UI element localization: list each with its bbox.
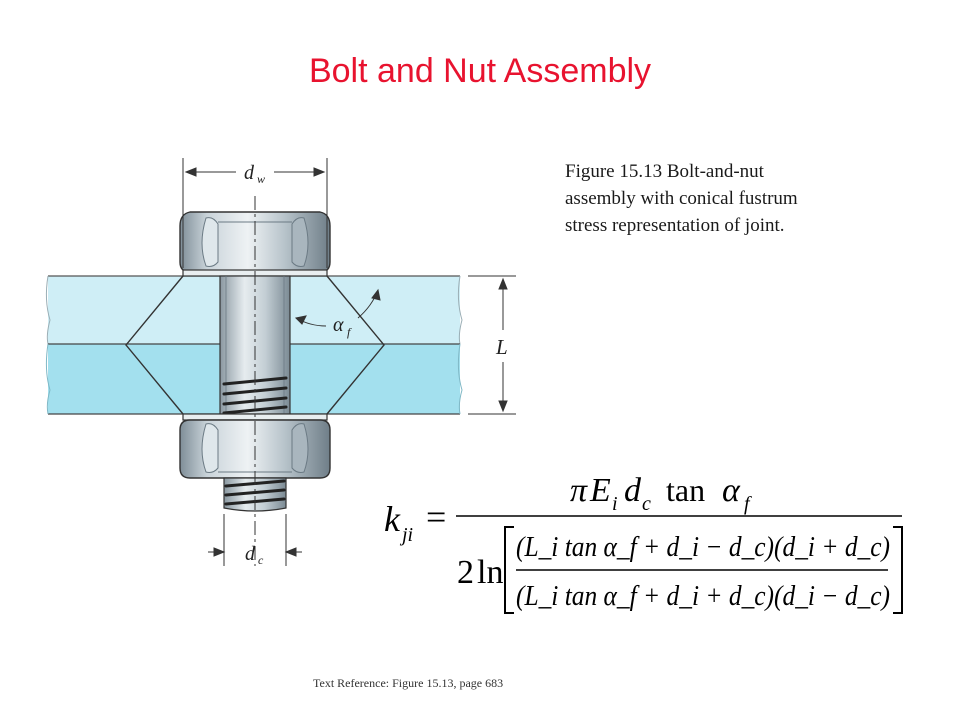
bolt-diameter-subscript: c [258,553,264,567]
bolt-diameter-dimension [208,514,302,566]
grip-length-dimension [468,275,516,415]
bolt-diameter-label: d [245,543,256,565]
equation-lhs: k [384,499,401,539]
washer-diameter-label: d [244,162,255,184]
equation-numerator: π E i d c tan α f [570,472,752,515]
fustrum-angle-subscript: f [347,325,352,339]
fustrum-outline [125,275,385,415]
svg-text:d: d [624,472,642,509]
denominator-ln: ln [477,554,503,591]
equation-lhs-subscript: ji [399,524,413,546]
figure-caption: Figure 15.13 Bolt-and-nut assembly with … [565,158,895,239]
caption-line-1: Figure 15.13 Bolt-and-nut [565,161,764,182]
svg-text:tan: tan [666,472,705,508]
inner-denominator: (L_i tan α_f + d_i + d_c)(d_i − d_c) [516,581,890,612]
equation-equals: = [426,497,446,537]
left-bracket [504,526,514,614]
svg-text:α: α [722,472,741,509]
washer-diameter-subscript: w [257,172,265,186]
inner-numerator: (L_i tan α_f + d_i − d_c)(d_i + d_c) [516,532,890,563]
slide-title: Bolt and Nut Assembly [308,52,652,90]
svg-text:π: π [570,472,588,509]
svg-text:f: f [744,493,752,515]
caption-line-3: stress representation of joint. [565,215,785,236]
svg-text:c: c [642,493,651,515]
grip-length-label: L [495,335,508,359]
fustrum-angle-label: α [333,314,344,336]
denominator-coefficient: 2 [457,554,474,591]
fustrum-angle-marker [294,288,381,327]
svg-text:E: E [589,472,611,509]
right-bracket [893,526,903,614]
bolt-thread-end [223,477,287,512]
svg-text:i: i [612,493,618,515]
washer-diameter-dimension [182,158,328,268]
text-reference: Text Reference: Figure 15.13, page 683 [313,676,504,690]
caption-line-2: assembly with conical fustrum [565,188,798,209]
